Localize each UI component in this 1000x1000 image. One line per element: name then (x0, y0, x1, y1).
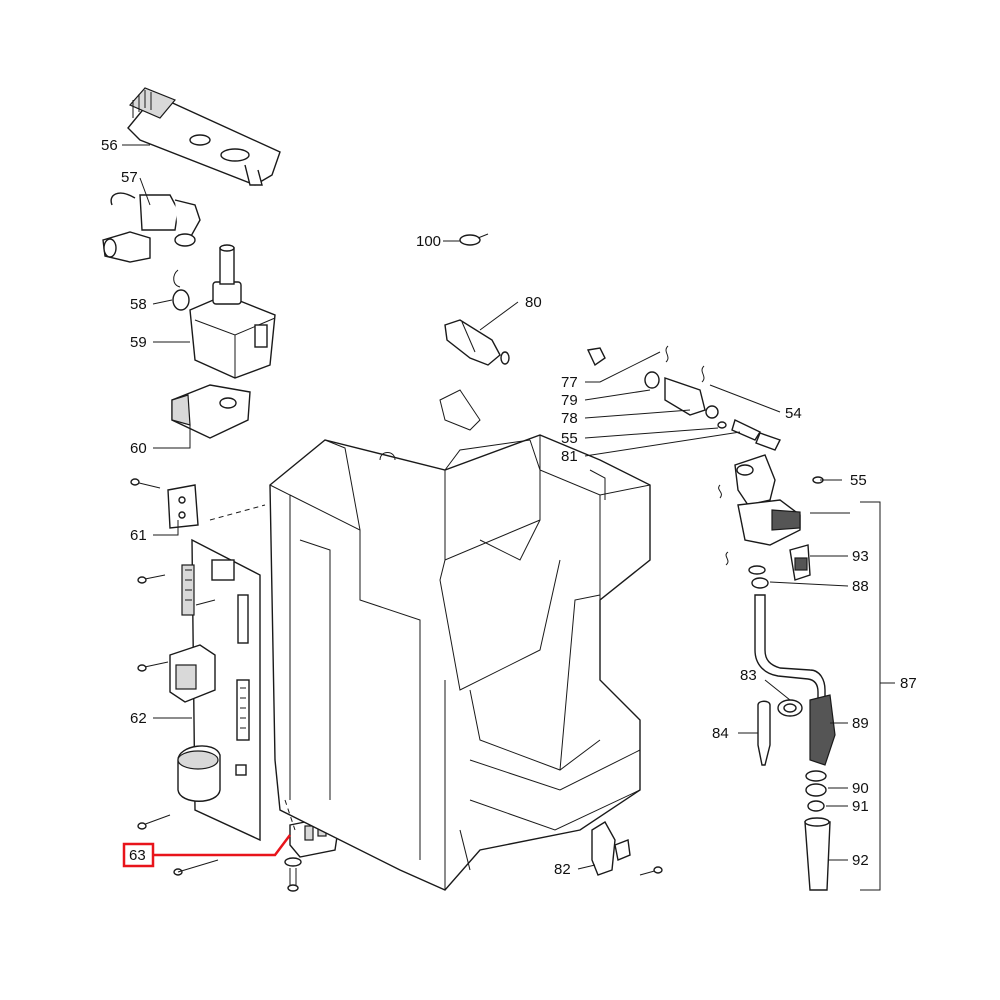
label-84: 84 (712, 725, 729, 742)
label-61: 61 (130, 527, 147, 544)
label-81: 81 (561, 448, 578, 465)
label-79: 79 (561, 392, 578, 409)
part-82-clip (591, 821, 663, 876)
part-61-bracket (130, 478, 199, 529)
part-62-pcb (137, 538, 261, 876)
part-60-mount (171, 384, 251, 439)
label-63: 63 (129, 847, 146, 864)
hose-lines (220, 122, 580, 467)
label-83: 83 (740, 667, 757, 684)
leader-lines (122, 144, 895, 891)
label-55-lower: 55 (850, 472, 867, 489)
label-58: 58 (130, 296, 147, 313)
parts-77-81-fittings (586, 345, 781, 451)
highlight-callout-63 (122, 834, 291, 868)
label-56: 56 (101, 137, 118, 154)
label-91: 91 (852, 798, 869, 815)
main-housing-frame (269, 389, 651, 891)
part-80-filter (444, 319, 510, 366)
label-78: 78 (561, 410, 578, 427)
label-54: 54 (785, 405, 802, 422)
part-59-pump (189, 244, 276, 379)
part-57-valve (102, 192, 201, 263)
part-58-clip (172, 269, 190, 311)
label-100: 100 (416, 233, 441, 250)
label-90: 90 (852, 780, 869, 797)
label-87: 87 (900, 675, 917, 692)
label-82: 82 (554, 861, 571, 878)
label-55-upper: 55 (561, 430, 578, 447)
label-59: 59 (130, 334, 147, 351)
part-labels: 56 57 58 59 60 61 62 63 100 80 77 79 78 … (101, 137, 917, 878)
label-89: 89 (852, 715, 869, 732)
label-80: 80 (525, 294, 542, 311)
highlight-leader (153, 834, 291, 857)
label-88: 88 (852, 578, 869, 595)
label-77: 77 (561, 374, 578, 391)
part-56-bracket (127, 87, 281, 186)
label-62: 62 (130, 710, 147, 727)
label-92: 92 (852, 852, 869, 869)
part-100-clamp (459, 233, 489, 246)
guide-lines (209, 504, 296, 831)
label-60: 60 (130, 440, 147, 457)
label-93: 93 (852, 548, 869, 565)
label-57: 57 (121, 169, 138, 186)
parts-87-93-spout-assembly (718, 454, 836, 891)
